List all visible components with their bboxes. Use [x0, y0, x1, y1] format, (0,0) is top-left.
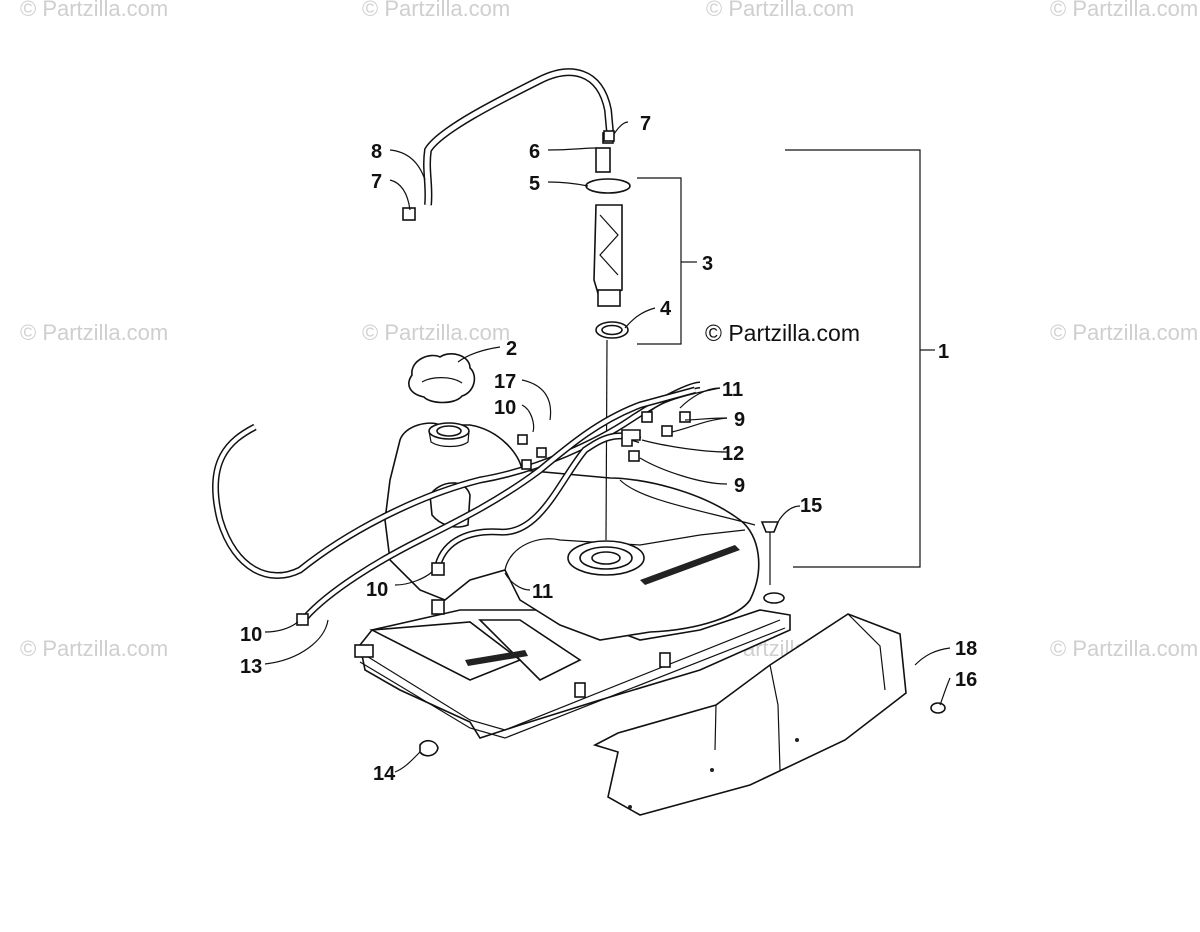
watermark: © Partzilla.com — [1050, 320, 1199, 345]
fuel-pump-assembly — [585, 132, 631, 541]
watermark: © Partzilla.com — [362, 0, 511, 21]
skid-plate — [592, 613, 907, 816]
leader-lines — [264, 121, 951, 773]
bracket-3 — [637, 177, 697, 345]
callout-17: 18 — [955, 638, 977, 660]
callout-4: 4 — [660, 298, 672, 320]
fuel-lines — [212, 381, 701, 626]
callout-16: 14 — [373, 763, 396, 785]
callout-11: 11 — [722, 379, 743, 401]
callout-10: 10 — [240, 624, 262, 646]
callout-7: 7 — [640, 113, 651, 135]
fuel-cap — [408, 353, 476, 404]
watermark: © Partzilla.com — [1050, 0, 1199, 21]
copyright-label: © Partzilla.com — [705, 320, 860, 346]
callout-13: 13 — [240, 656, 262, 678]
hardware — [419, 521, 946, 757]
bracket-1 — [785, 149, 935, 568]
callout-8: 8 — [371, 141, 382, 163]
watermark: © Partzilla.com — [706, 0, 855, 21]
callout-9: 9 — [734, 475, 745, 497]
callout-10: 10 — [366, 579, 388, 601]
callouts: 7 8 6 7 5 3 4 2 1 17 11 10 9 12 9 15 10 … — [240, 113, 977, 785]
watermark: © Partzilla.com — [20, 0, 169, 21]
callout-10: 10 — [494, 397, 516, 419]
callout-12: 12 — [722, 443, 744, 465]
callout-6: 6 — [529, 141, 540, 163]
callout-9: 9 — [734, 409, 745, 431]
vent-hose — [402, 68, 615, 221]
watermark: © Partzilla.com — [1050, 636, 1199, 661]
callout-2: 2 — [506, 338, 517, 360]
callout-7: 7 — [371, 171, 382, 193]
callout-1: 1 — [938, 341, 949, 363]
tank-base — [354, 599, 791, 739]
callout-15: 15 — [800, 495, 822, 517]
callout-18: 16 — [955, 669, 977, 691]
callout-11: 11 — [532, 581, 553, 603]
callout-14: 17 — [494, 371, 516, 393]
watermark: © Partzilla.com — [362, 320, 511, 345]
callout-3: 3 — [702, 253, 713, 275]
callout-5: 5 — [529, 173, 540, 195]
watermark: © Partzilla.com — [20, 320, 169, 345]
watermark: © Partzilla.com — [20, 636, 169, 661]
